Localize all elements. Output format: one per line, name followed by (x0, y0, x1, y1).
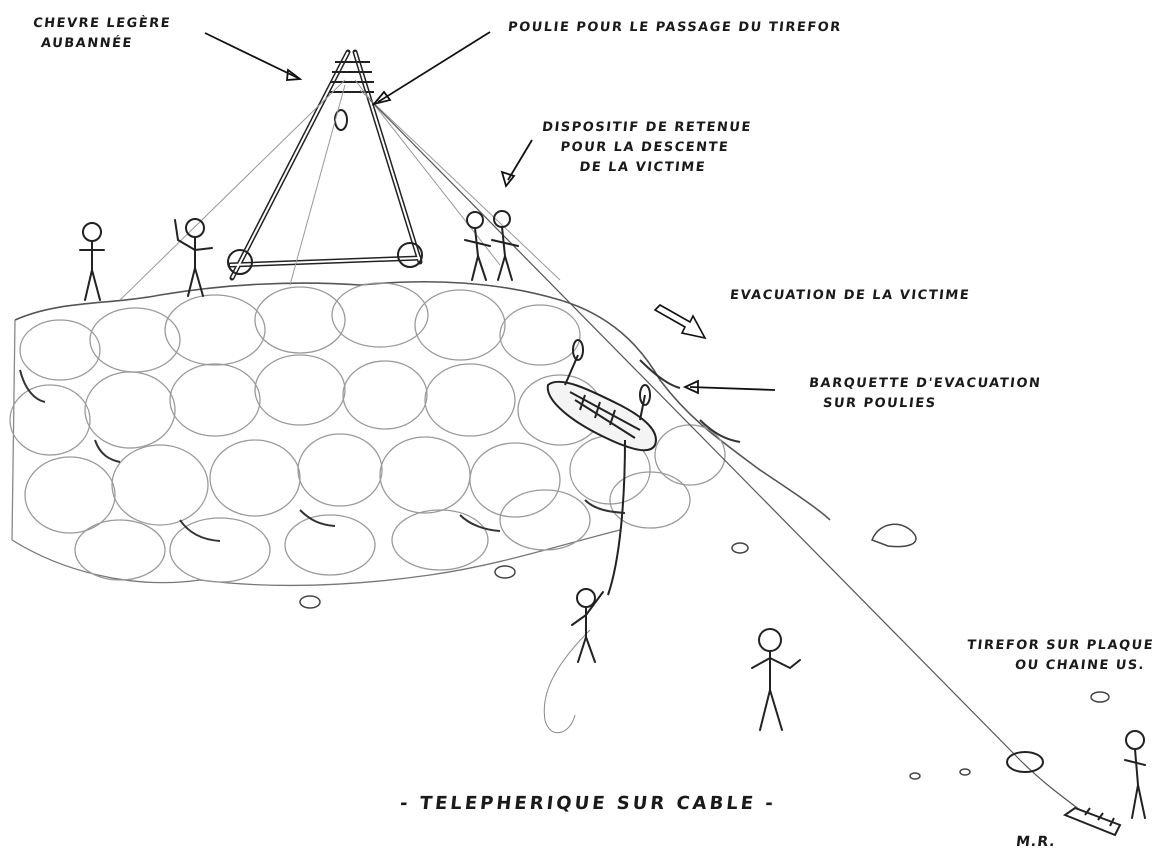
person-tirefor (1124, 730, 1146, 819)
label-evacuation-victime: EVACUATION DE LA VICTIME (729, 286, 971, 306)
evacuation-stretcher (546, 339, 657, 596)
label-tirefor-line-1: TIREFOR SUR PLAQUE (966, 638, 1155, 653)
artist-signature-text: M.R. (1015, 834, 1057, 850)
ground-stones (299, 523, 1110, 780)
person-center (751, 628, 801, 731)
belay-rope (543, 629, 591, 733)
label-tirefor-line-2: OU CHAINE US. (1014, 658, 1146, 673)
label-poulie-line: POULIE POUR LE PASSAGE DU TIREFOR (507, 20, 843, 35)
label-barquette-line-2: SUR POULIES (822, 396, 938, 411)
figures (79, 210, 1146, 819)
person-with-radio (174, 218, 213, 297)
label-barquette-line-1: BARQUETTE D'EVACUATION (808, 376, 1043, 391)
annotation-arrows (204, 31, 776, 395)
rock-pile (9, 280, 831, 587)
rock-shadow-strokes (19, 359, 741, 542)
label-dispositif-line-1: DISPOSITIF DE RETENUE (541, 120, 753, 135)
drawing-title-text: - TELEPHERIQUE SUR CABLE - (398, 793, 777, 814)
tirefor-device (1006, 751, 1122, 837)
persons-retaining (464, 210, 519, 281)
drawing-title: - TELEPHERIQUE SUR CABLE - (398, 793, 777, 814)
label-evacuation-line: EVACUATION DE LA VICTIME (729, 288, 971, 303)
label-barquette: BARQUETTE D'EVACUATION SUR POULIES (806, 374, 1042, 414)
label-dispositif-line-3: DE LA VICTIME (578, 160, 707, 175)
main-cable (369, 99, 1021, 761)
person-belay (571, 588, 604, 663)
tripod-inner-lines (229, 51, 421, 279)
tirefor-cable (1019, 759, 1081, 811)
label-chevre-line-1: CHEVRE LEGÈRE (32, 16, 172, 31)
guy-lines (119, 79, 561, 301)
label-poulie: POULIE POUR LE PASSAGE DU TIREFOR (507, 18, 843, 38)
label-tirefor: TIREFOR SUR PLAQUE OU CHAINE US. (964, 636, 1155, 676)
label-chevre-legere: CHEVRE LEGÈRE AUBANNÉE (30, 14, 172, 54)
label-dispositif-retenue: DISPOSITIF DE RETENUE POUR LA DESCENTE D… (537, 118, 753, 178)
person-left (79, 222, 105, 301)
artist-signature: M.R. (1015, 832, 1057, 850)
label-chevre-line-2: AUBANNÉE (40, 36, 134, 51)
label-dispositif-line-2: POUR LA DESCENTE (559, 140, 730, 155)
